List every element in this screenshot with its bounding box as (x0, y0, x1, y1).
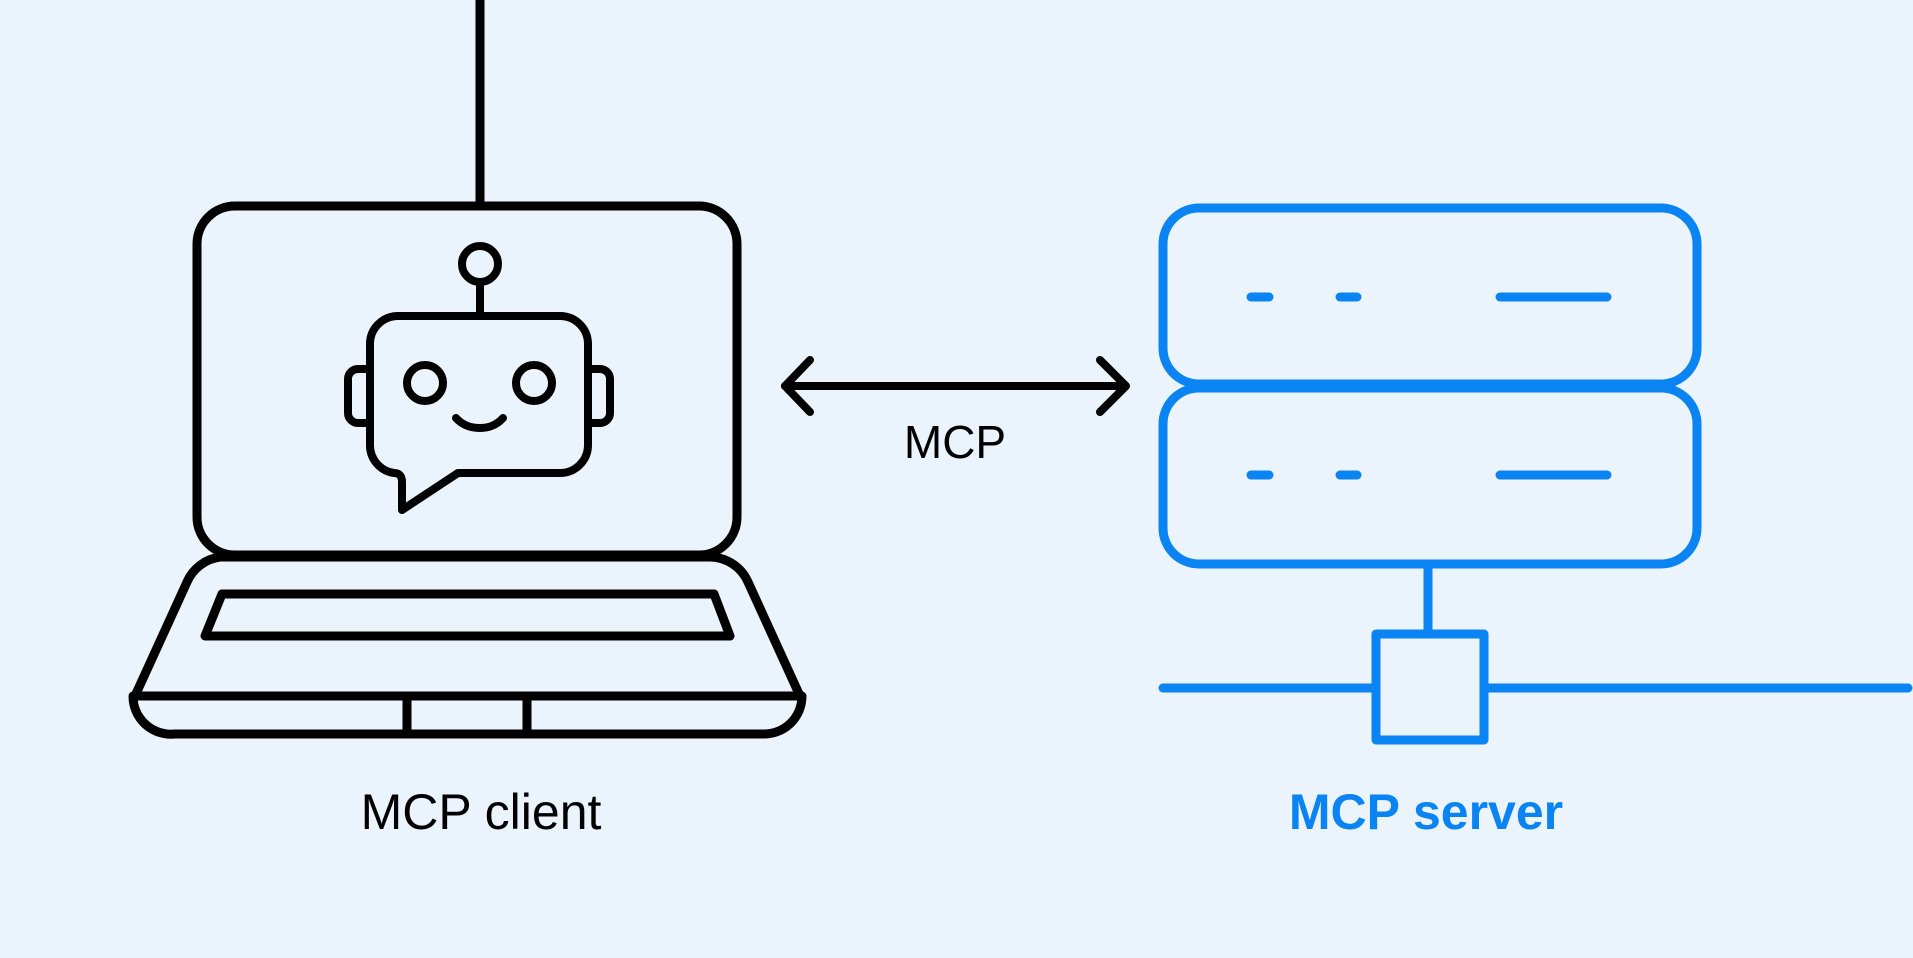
server-rack-icon (1158, 203, 1913, 745)
server-label: MCP server (1288, 784, 1564, 840)
protocol-label: MCP (903, 416, 1007, 468)
client-label: MCP client (360, 784, 602, 840)
robot-eye-right (512, 361, 556, 405)
arrow-head-left (781, 356, 814, 416)
robot-chat-icon (344, 242, 614, 514)
laptop-icon (128, 0, 807, 739)
robot-smile (452, 414, 507, 432)
speech-bubble-head (365, 312, 592, 514)
laptop-base (128, 691, 807, 739)
arrow-head-right (1096, 356, 1130, 416)
robot-ear-left (344, 365, 374, 427)
double-arrow-icon (781, 356, 1130, 416)
robot-eye-left (403, 361, 447, 405)
robot-ear-right (584, 365, 614, 427)
